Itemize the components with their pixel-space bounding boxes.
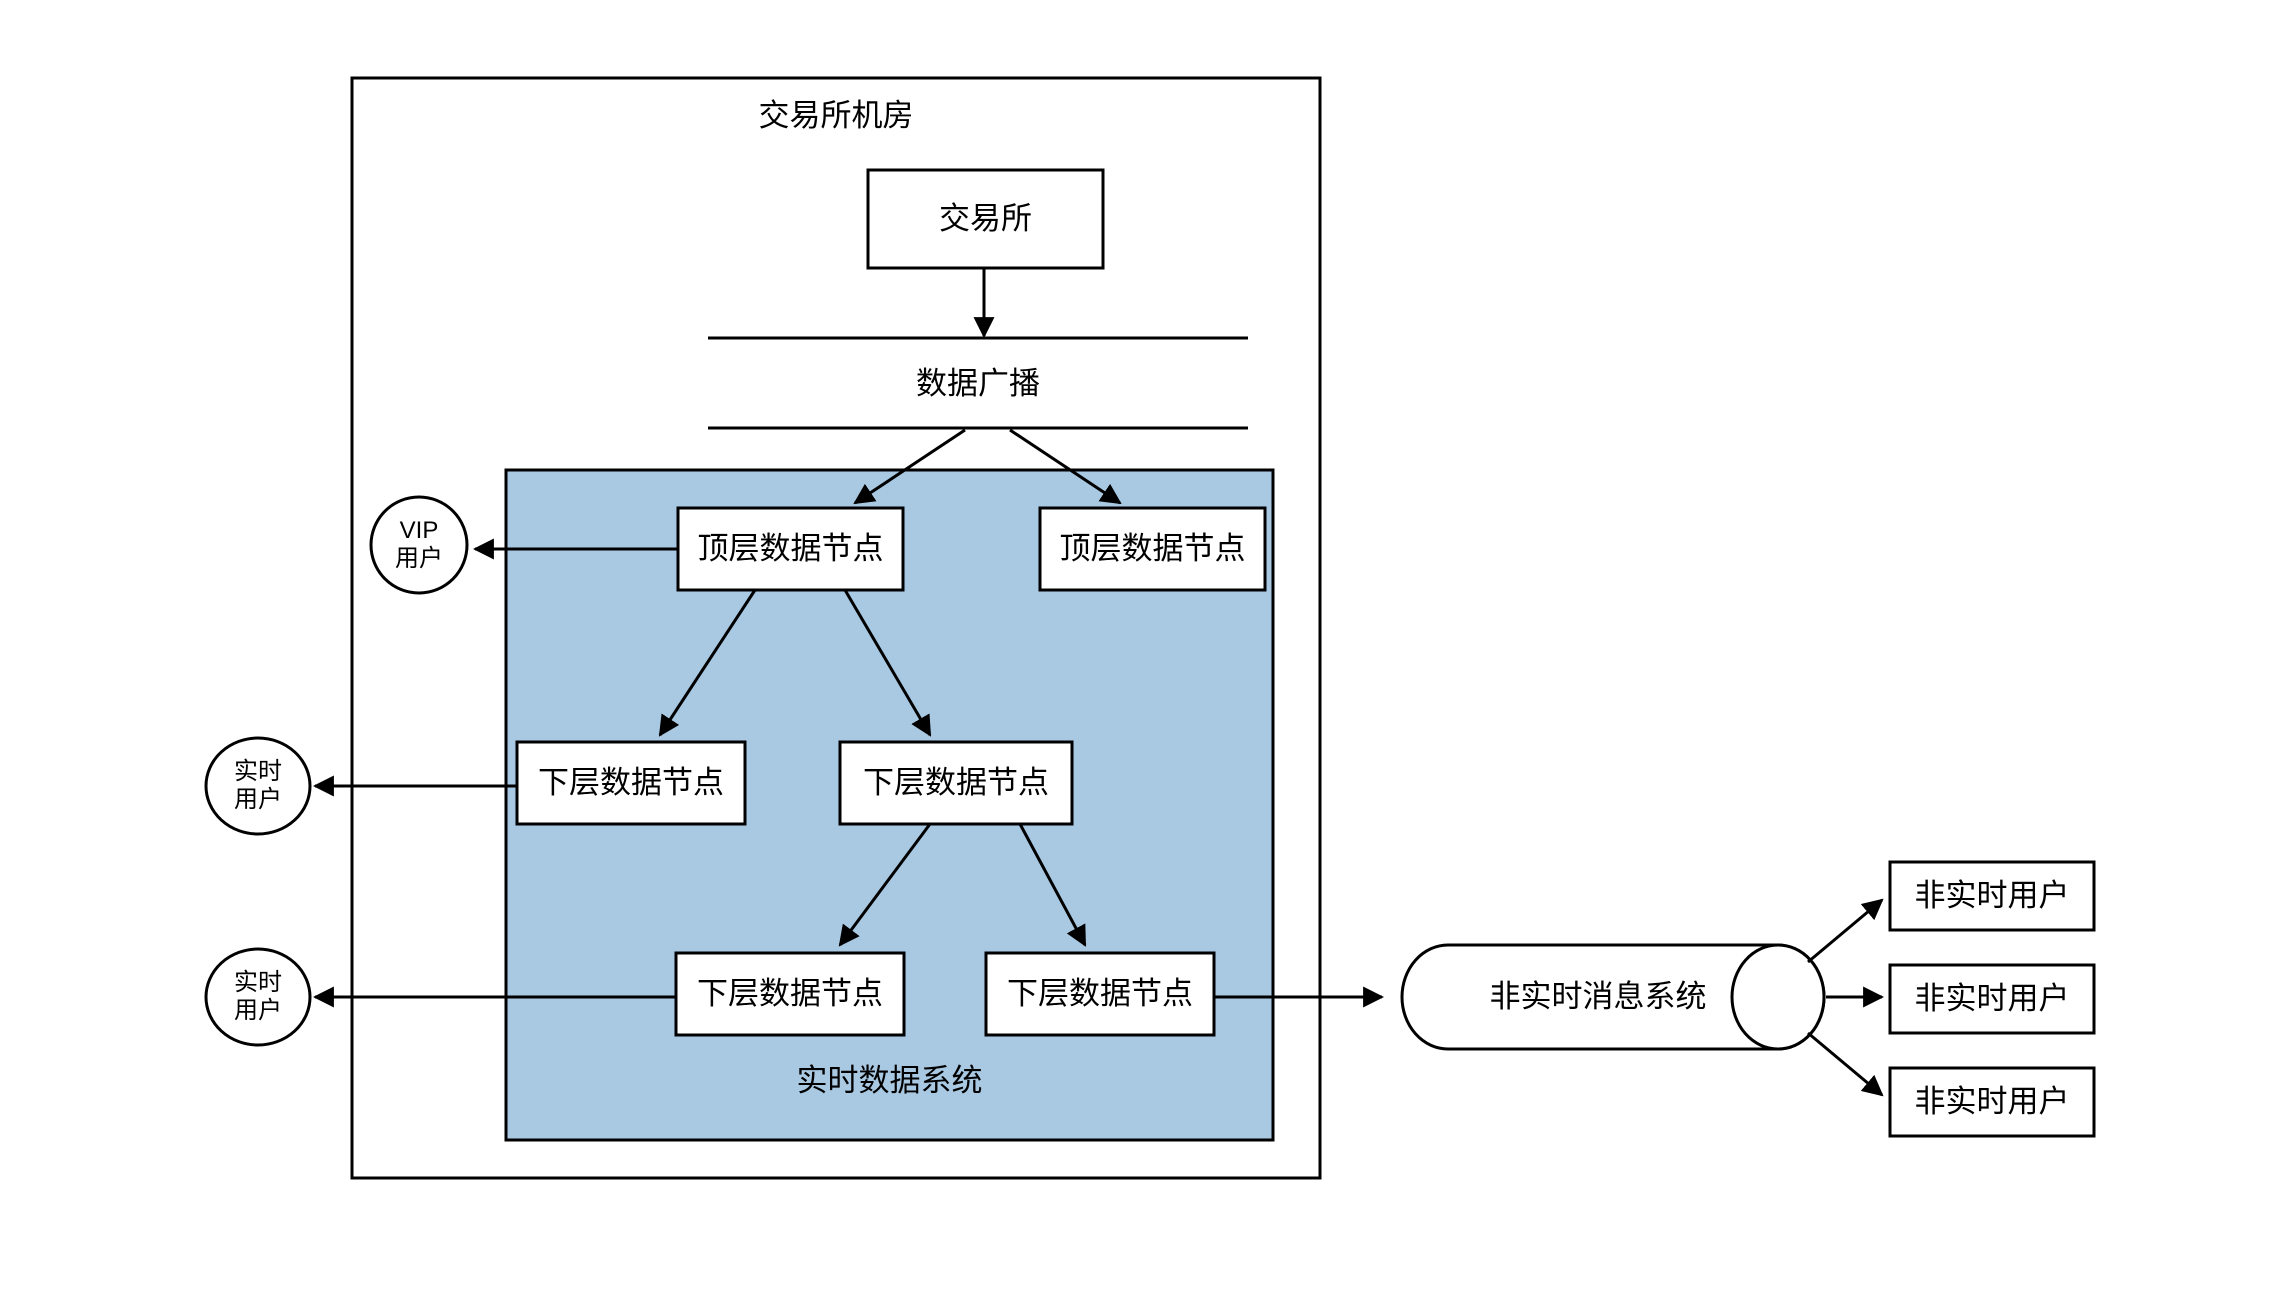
- realtime-user-circle-1[interactable]: [204, 736, 312, 836]
- top-node-box-2[interactable]: [1038, 506, 1267, 592]
- mid-node-box-2[interactable]: [838, 740, 1074, 826]
- offline-user-box-1[interactable]: [1888, 860, 2096, 932]
- bottom-node-box-2[interactable]: [984, 951, 1216, 1037]
- mid-node-box-1[interactable]: [515, 740, 747, 826]
- message-system-end-cap: [1730, 943, 1826, 1051]
- edge-top-node-1-to-mid-node-1: [658, 589, 757, 737]
- offline-user-box-2[interactable]: [1888, 963, 2096, 1035]
- edge-mid-node-2-to-bottom-node-1: [838, 823, 932, 947]
- top-node-box-1[interactable]: [676, 506, 905, 592]
- offline-user-box-3[interactable]: [1888, 1066, 2096, 1138]
- edge-message-system-to-offline-user-1: [1807, 898, 1884, 964]
- edge-broadcast-to-top-node-1: [853, 428, 966, 505]
- exchange-box-rect[interactable]: [866, 168, 1105, 270]
- edge-top-node-1-to-mid-node-2: [843, 589, 932, 737]
- bottom-node-box-1[interactable]: [674, 951, 906, 1037]
- edge-message-system-to-offline-user-3: [1807, 1031, 1884, 1097]
- edge-broadcast-to-top-node-2: [1009, 428, 1122, 505]
- edge-mid-node-2-to-bottom-node-2: [1018, 823, 1087, 947]
- vip-user-circle[interactable]: [369, 495, 469, 595]
- realtime-user-circle-2[interactable]: [204, 947, 312, 1047]
